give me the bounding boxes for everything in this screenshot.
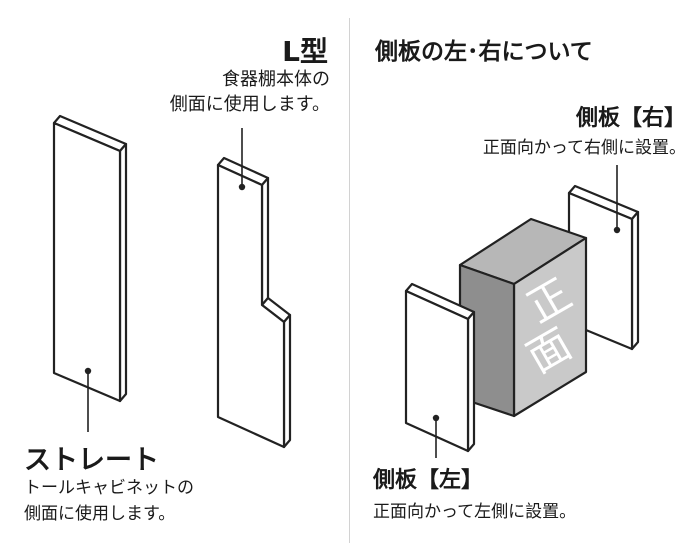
- straight-title: ストレート: [24, 445, 159, 476]
- straight-desc-line1: トールキャビネットの: [24, 478, 194, 498]
- left-panel-leader-dot: [432, 414, 440, 422]
- section-heading: 側板の左･右について: [375, 39, 593, 65]
- straight-panel-drawing: [52, 114, 128, 403]
- l-type-desc-line1: 食器棚本体の: [222, 69, 330, 90]
- right-panel-desc: 正面向かって右側に設置。: [482, 138, 686, 158]
- left-panel-desc: 正面向かって左側に設置。: [373, 502, 577, 522]
- left-side-panel-drawing: [404, 282, 476, 453]
- right-panel-title: 側板【右】: [575, 106, 686, 131]
- right-panel-leader-dot: [613, 226, 621, 234]
- l-type-leader-dot: [238, 183, 246, 191]
- straight-desc-line2: 側面に使用します。: [24, 504, 176, 524]
- left-panel-title: 側板【左】: [373, 468, 484, 493]
- l-type-panel-drawing: [216, 156, 292, 449]
- l-type-desc-line2: 側面に使用します。: [169, 94, 330, 115]
- straight-leader-dot: [84, 367, 92, 375]
- section-divider: [349, 18, 350, 543]
- l-type-title: L型: [282, 35, 328, 68]
